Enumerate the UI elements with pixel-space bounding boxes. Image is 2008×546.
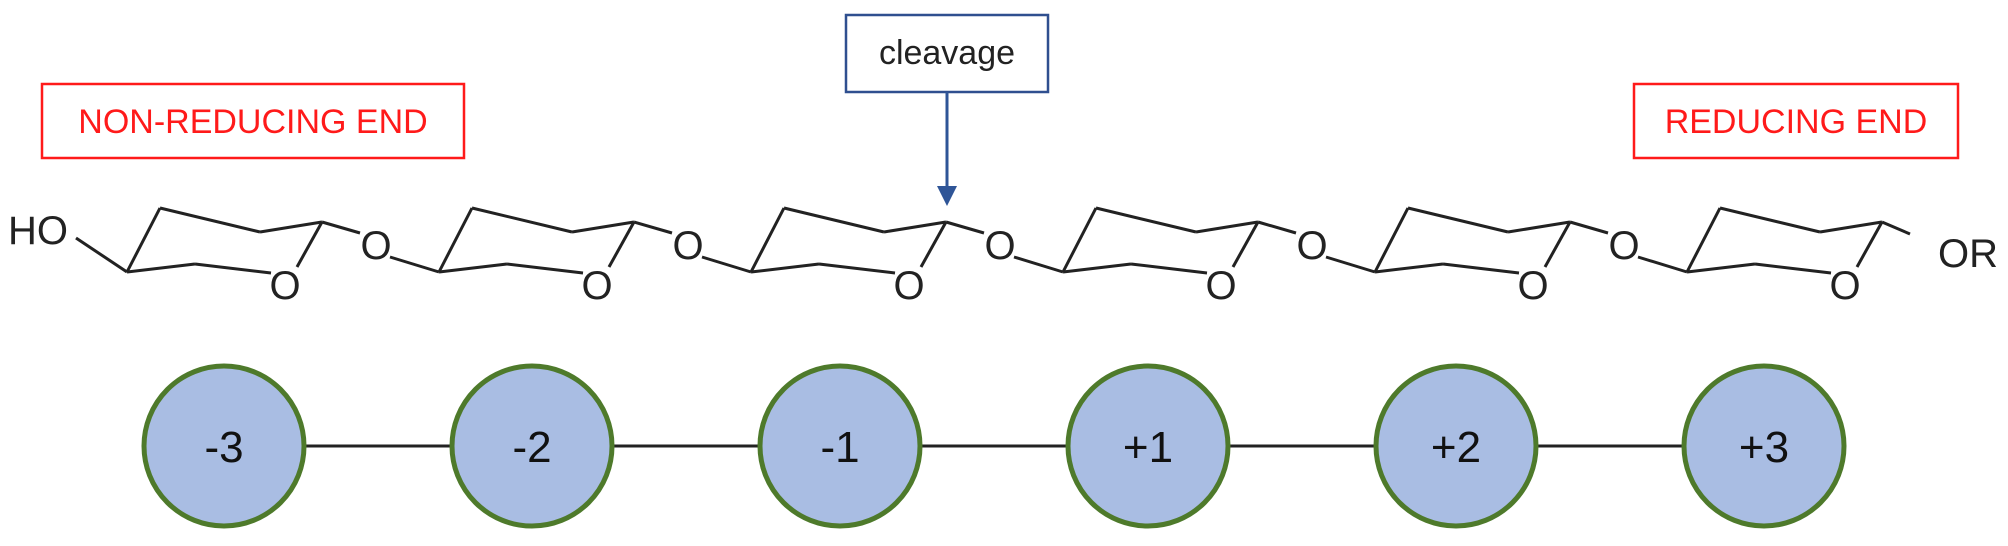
linkage-oxygen: O	[1296, 224, 1327, 268]
ring-bond	[1407, 206, 1509, 234]
ring-bond	[883, 220, 947, 234]
ring-oxygen: O	[1829, 264, 1860, 308]
ring-bond	[1374, 262, 1444, 274]
ring-bond	[750, 262, 820, 274]
glycosidic-bond	[1257, 220, 1297, 235]
ring-bond	[259, 220, 323, 234]
ring-bond	[437, 207, 474, 273]
cleavage-text: cleavage	[879, 34, 1015, 72]
ring-bond	[1231, 221, 1260, 268]
subsite-circle	[449, 363, 615, 529]
sugar-ring: O	[75, 206, 440, 308]
ring-bond	[295, 221, 324, 268]
subsite: -1	[757, 363, 923, 529]
cleavage-arrow-head	[937, 186, 957, 206]
ring-oxygen: O	[893, 264, 924, 308]
sugar-ring: O	[1373, 206, 1688, 308]
subsite: -3	[141, 363, 307, 529]
ring-bond	[1062, 262, 1132, 274]
ring-bond	[126, 262, 196, 274]
ring-bond	[571, 220, 635, 234]
linkage-oxygen: O	[672, 224, 703, 268]
ring-bond	[1373, 207, 1410, 273]
ring-bond	[194, 262, 272, 275]
subsite-label: -2	[512, 423, 551, 472]
subsite: +3	[1681, 363, 1847, 529]
ring-bond	[1507, 220, 1571, 234]
ring-bond	[1195, 220, 1259, 234]
subsite-circle	[757, 363, 923, 529]
non-reducing-end-text: NON-REDUCING END	[78, 103, 427, 141]
non-reducing-end-label: NON-REDUCING END	[40, 82, 466, 160]
sugar-ring: O	[1061, 206, 1376, 308]
reducing-end-substituent: OR	[1938, 232, 1998, 276]
reducing-end-label: REDUCING END	[1632, 82, 1960, 160]
ring-bond	[607, 221, 636, 268]
ring-bond	[1130, 262, 1208, 275]
ring-bond	[1686, 262, 1756, 274]
ring-bond	[125, 207, 162, 273]
linkage-oxygen: O	[1608, 224, 1639, 268]
hydroxyl-terminal: HO	[8, 209, 68, 253]
ring-bond	[506, 262, 584, 275]
ring-bond	[783, 206, 885, 234]
ring-oxygen: O	[581, 264, 612, 308]
ring-bond	[1685, 207, 1722, 273]
ring-bond	[749, 207, 786, 273]
subsite-label: +1	[1123, 423, 1173, 472]
glycosidic-bond	[389, 255, 440, 274]
subsite-circle	[141, 363, 307, 529]
ring-bond	[159, 206, 261, 234]
subsite-row: -3 -2 -1 +1 +2 +3	[141, 363, 1847, 529]
ring-bond	[1819, 220, 1883, 234]
reducing-end-text: REDUCING END	[1665, 103, 1928, 141]
glycosidic-bond	[1637, 255, 1688, 274]
ring-bond	[1543, 221, 1572, 268]
ring-oxygen: O	[1517, 264, 1548, 308]
sugar-ring: O	[437, 206, 752, 308]
ring-bond	[1442, 262, 1520, 275]
linkage-oxygen: O	[360, 224, 391, 268]
subsite-circle	[1681, 363, 1847, 529]
ring-bond	[1719, 206, 1821, 234]
ring-oxygen: O	[269, 264, 300, 308]
ring-bond	[919, 221, 948, 268]
glycosidic-bond	[945, 220, 985, 235]
glycosidic-bond	[701, 255, 752, 274]
non-reducing-end-box	[40, 82, 466, 160]
glycosidic-bond	[1013, 255, 1064, 274]
ring-bond	[1754, 262, 1832, 275]
glycosidic-bond	[633, 220, 673, 235]
sugar-ring: O	[1685, 206, 1911, 308]
ring-bond	[818, 262, 896, 275]
reducing-end-box	[1632, 82, 1960, 160]
subsite-label: -3	[204, 423, 243, 472]
subsite-label: +3	[1739, 423, 1789, 472]
subsite: +1	[1065, 363, 1231, 529]
subsite: +2	[1373, 363, 1539, 529]
ring-bond	[438, 262, 508, 274]
subsite-label: -1	[820, 423, 859, 472]
linkage-oxygen: O	[984, 224, 1015, 268]
subsite-label: +2	[1431, 423, 1481, 472]
ring-bond	[1061, 207, 1098, 273]
terminal-bond	[75, 236, 128, 274]
glycosidic-bond	[1325, 255, 1376, 274]
ring-bond	[1095, 206, 1197, 234]
subsite-circle	[1373, 363, 1539, 529]
subsite: -2	[449, 363, 615, 529]
reducing-end-bond	[1881, 220, 1911, 236]
cleavage-marker: cleavage	[844, 13, 1050, 206]
subsite-circle	[1065, 363, 1231, 529]
ring-bond	[471, 206, 573, 234]
glycosidic-bond	[321, 220, 361, 235]
ring-oxygen: O	[1205, 264, 1236, 308]
ring-bond	[1855, 221, 1884, 268]
glycosidic-bond	[1569, 220, 1609, 235]
sugar-ring: O	[749, 206, 1064, 308]
